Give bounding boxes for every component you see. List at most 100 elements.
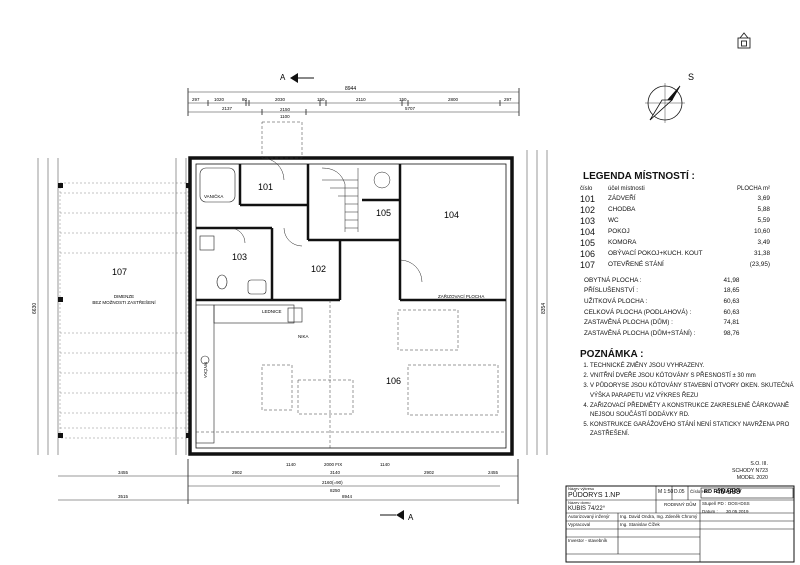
svg-text:2902: 2902	[232, 470, 243, 475]
svg-text:8944: 8944	[342, 494, 353, 499]
svg-text:5707: 5707	[405, 106, 416, 111]
svg-text:2455: 2455	[488, 470, 499, 475]
scale: M 1:50	[658, 489, 674, 495]
svg-text:150: 150	[317, 97, 325, 102]
legend-header: číslo účel místnosti PLOCHA m²	[580, 185, 770, 192]
interior-walls	[196, 164, 506, 302]
svg-text:2150: 2150	[280, 107, 291, 112]
staircase	[321, 167, 391, 232]
note-item: VNITŘNÍ DVEŘE JSOU KÓTOVÁNY S PŘESNOSTÍ …	[590, 372, 800, 381]
room-label-104: 104	[444, 210, 459, 220]
section-mark-bottom: A	[380, 510, 414, 522]
note-item: KONSTRUKCE GARÁŽOVÉHO STÁNÍ NENÍ STATICK…	[590, 421, 800, 439]
room-labels: 101 102 103 104 105 106 107	[112, 182, 459, 386]
svg-text:1140: 1140	[380, 462, 390, 467]
svg-text:3455: 3455	[118, 470, 129, 475]
svg-text:1100: 1100	[280, 114, 290, 119]
svg-text:2000 FIX: 2000 FIX	[324, 462, 342, 467]
title-block: Název výkresu PŮDORYS 1.NP M 1:50 D.05 Č…	[568, 486, 750, 543]
legend-title: LEGENDA MÍSTNOSTÍ :	[583, 171, 695, 182]
section-mark-top: A	[280, 73, 314, 83]
brand-name: RD RÝMAŘOV	[704, 489, 742, 495]
svg-text:2902: 2902	[424, 470, 435, 475]
bathroom-fixtures	[199, 167, 267, 295]
svg-text:A: A	[280, 73, 286, 82]
room-label-103: 103	[232, 252, 247, 262]
area-row: ZASTAVĚNÁ PLOCHA (DŮM+STÁNÍ) :98,76	[584, 329, 740, 337]
building-name: KUBIS 74/22°	[568, 506, 606, 512]
dim-top-total: 8944	[345, 86, 356, 92]
svg-text:2800: 2800	[448, 97, 459, 102]
svg-text:8250: 8250	[330, 488, 341, 493]
exterior-walls	[188, 156, 514, 456]
svg-text:297: 297	[504, 97, 512, 102]
svg-text:2137: 2137	[222, 106, 233, 111]
svg-text:MYČKA: MYČKA	[203, 362, 209, 378]
room-label-102: 102	[311, 264, 326, 274]
north-arrow-icon	[645, 83, 685, 123]
svg-text:NIKA: NIKA	[298, 334, 309, 339]
room-label-105: 105	[376, 208, 391, 218]
open-parking-area	[59, 182, 189, 439]
plan-notes: VANIČKA ZAŘIZOVACÍ PLOCHA LEDNICE MYČKA …	[203, 193, 484, 378]
print-icon[interactable]	[737, 32, 751, 49]
svg-text:2030: 2030	[275, 97, 286, 102]
svg-text:LEDNICE: LEDNICE	[262, 309, 282, 314]
dim-left-total: 6630	[32, 303, 38, 314]
window-marks	[189, 157, 513, 455]
dim-top-row1-labels: 297 1020 80 2030 150 2110 150 2800 297 2…	[192, 97, 512, 119]
svg-text:VANIČKA: VANIČKA	[204, 193, 223, 199]
kitchen-counter	[195, 304, 303, 444]
north-label: S	[688, 72, 694, 82]
room-label-106: 106	[386, 376, 401, 386]
svg-text:2160(=90): 2160(=90)	[322, 480, 343, 485]
svg-text:ZAŘIZOVACÍ PLOCHA: ZAŘIZOVACÍ PLOCHA	[438, 292, 484, 299]
svg-text:1020: 1020	[214, 97, 225, 102]
area-row: ZASTAVĚNÁ PLOCHA (DŮM) :74,81	[584, 319, 740, 327]
sheet-number: D.05	[674, 489, 685, 495]
note-item: TECHNICKÉ ZMĚNY JSOU VYHRAZENY.	[590, 362, 800, 371]
svg-text:80: 80	[242, 97, 248, 102]
area-summary-table: OBYTNÁ PLOCHA :41,98 PŘÍSLUŠENSTVÍ :18,6…	[582, 275, 741, 339]
svg-text:3140: 3140	[330, 470, 341, 475]
living-furniture	[196, 300, 506, 448]
door-swings	[229, 157, 423, 283]
note-item: ZAŘIZOVACÍ PŘEDMĚTY A KONSTRUKCE ZAKRESL…	[590, 402, 800, 420]
svg-text:A: A	[408, 513, 414, 522]
area-row: CELKOVÁ PLOCHA (PODLAHOVÁ) :60,63	[584, 308, 740, 316]
dim-right-total: 8354	[541, 303, 547, 314]
dimension-lines-bottom	[58, 459, 519, 504]
parking-posts	[58, 183, 191, 438]
svg-text:3515: 3515	[118, 494, 129, 499]
svg-text:1140: 1140	[286, 462, 296, 467]
hs-number: 40 599	[716, 487, 741, 496]
dim-bottom-labels: 3455 2902 3140 2902 2455 2160(=90) 8250 …	[118, 462, 499, 499]
entrance-porch	[261, 121, 303, 159]
title-block-frame	[565, 485, 795, 563]
svg-text:2110: 2110	[356, 97, 366, 102]
dimension-lines-sides	[37, 150, 548, 455]
svg-text:150: 150	[399, 97, 407, 102]
area-row: PŘÍSLUŠENSTVÍ :18,65	[584, 287, 740, 295]
svg-text:297: 297	[192, 97, 200, 102]
room-label-107: 107	[112, 267, 127, 277]
brand-logo	[700, 487, 794, 499]
room-label-101: 101	[258, 182, 273, 192]
note-item: V PŮDORYSE JSOU KÓTOVÁNY STAVEBNÍ OTVORY…	[590, 382, 800, 400]
so-block: S.O. III. SCHODY N723 MODEL 2020	[732, 461, 768, 481]
area-row: OBYTNÁ PLOCHA :41,98	[584, 276, 740, 284]
area-row: UŽITKOVÁ PLOCHA :60,63	[584, 297, 740, 305]
notes-title: POZNÁMKA :	[580, 349, 644, 360]
notes-list: TECHNICKÉ ZMĚNY JSOU VYHRAZENY. VNITŘNÍ …	[574, 362, 800, 441]
drawing-title: PŮDORYS 1.NP	[568, 492, 620, 499]
